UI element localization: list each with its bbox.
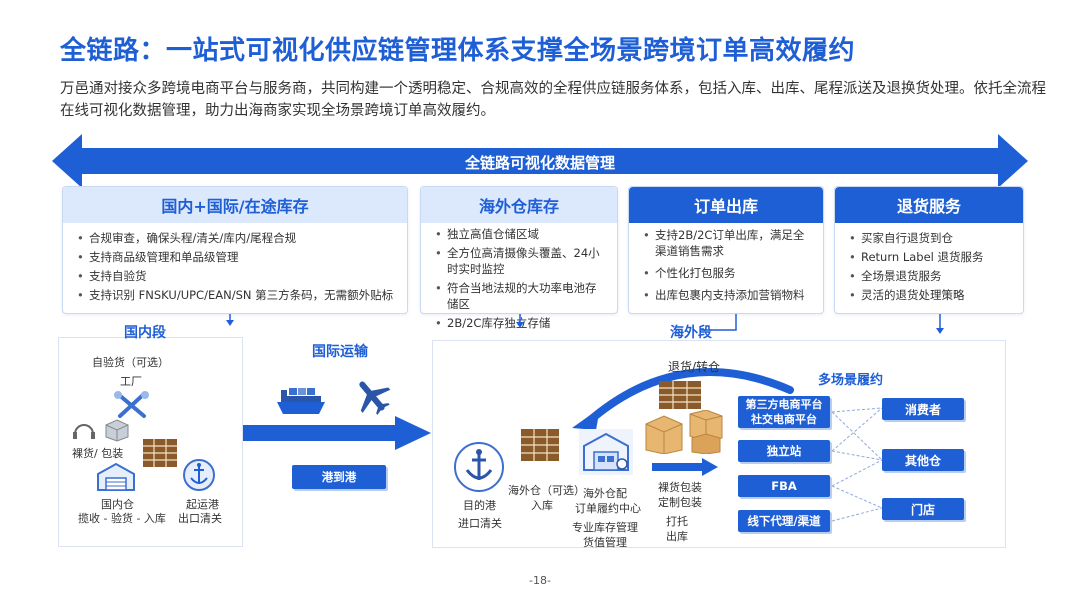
domestic-segment-label: 国内段	[124, 325, 166, 341]
page-number: -18-	[529, 574, 551, 587]
self-inspect-label: 自验货（可选）	[92, 356, 169, 369]
pack-label-1: 裸货包装	[658, 481, 702, 494]
card-item: 支持自验货	[77, 267, 397, 286]
warehouse-steps-label: 揽收 - 验货 - 入库	[78, 512, 166, 525]
center-label-4: 货值管理	[583, 536, 627, 549]
card-item: 全方位高清摄像头覆盖、24小时实时监控	[435, 245, 607, 277]
card-item: 支持商品级管理和单品级管理	[77, 248, 397, 267]
pallet-label-2: 出库	[666, 530, 688, 543]
headset-icon	[73, 424, 95, 439]
center-label-2: 订单履约中心	[575, 502, 641, 515]
card-item: Return Label 退货服务	[849, 248, 1013, 267]
destination-other-warehouse: 其他仓	[882, 449, 964, 471]
center-label-1: 海外仓配	[583, 487, 627, 500]
crate-icon	[143, 439, 177, 467]
destination-consumer: 消费者	[882, 398, 964, 420]
card-return-service: 退货服务 买家自行退货到仓 Return Label 退货服务 全场景退货服务 …	[834, 186, 1024, 314]
outbound-arrow	[652, 458, 718, 476]
banner-label: 全链路可视化数据管理	[464, 154, 615, 172]
pack-label-2: 定制包装	[658, 496, 702, 509]
ship-icon	[277, 388, 325, 414]
tools-icon	[114, 391, 149, 418]
banner-arrow	[52, 134, 1028, 188]
card-order-outbound: 订单出库 支持2B/2C订单出库，满足全渠道销售需求 个性化打包服务 出库包裹内…	[628, 186, 824, 314]
channel-fba: FBA	[738, 475, 830, 497]
channel-ecommerce-platform: 第三方电商平台 社交电商平台	[738, 396, 830, 428]
card-title: 退货服务	[835, 187, 1023, 223]
export-clearance-label: 出口清关	[178, 512, 222, 525]
intro-paragraph: 万邑通对接众多跨境电商平台与服务商，共同构建一个透明稳定、合规高效的全程供应链服…	[60, 81, 1046, 119]
overseas-warehouse-optional-label: 海外仓（可选）	[508, 484, 585, 497]
destination-anchor-icon	[454, 442, 504, 492]
overseas-segment-label: 海外段	[670, 325, 712, 341]
card-item: 灵活的退货处理策略	[849, 286, 1013, 305]
return-transfer-label: 退货/转仓	[668, 360, 721, 374]
factory-label: 工厂	[120, 375, 142, 388]
channel-independent-site: 独立站	[738, 440, 830, 462]
pallet-label-1: 打托	[666, 515, 688, 528]
card-item: 符合当地法规的大功率电池存储区	[435, 280, 607, 312]
card-item: 独立高值仓储区域	[435, 226, 607, 242]
card-title: 海外仓库存	[421, 187, 617, 223]
destination-port-label: 目的港	[463, 499, 496, 512]
cardboard-boxes-icon	[645, 410, 723, 454]
package-icon	[105, 419, 129, 442]
card-item: 全场景退货服务	[849, 267, 1013, 286]
bare-pack-label: 裸货/ 包装	[72, 447, 124, 460]
inbound-label: 入库	[531, 499, 553, 512]
multi-scenario-label: 多场景履约	[818, 373, 884, 388]
card-item: 个性化打包服务	[643, 265, 813, 281]
return-arrow	[572, 368, 794, 430]
card-title: 订单出库	[629, 187, 823, 223]
channel-connectors	[832, 407, 883, 522]
international-arrow	[243, 416, 431, 450]
international-transport-label: 国际运输	[312, 344, 368, 360]
card-item: 出库包裹内支持添加营销物料	[643, 287, 813, 303]
import-clearance-label: 进口清关	[458, 517, 502, 530]
card-overseas-inventory: 海外仓库存 独立高值仓储区域 全方位高清摄像头覆盖、24小时实时监控 符合当地法…	[420, 186, 618, 331]
card-domestic-inventory: 国内+国际/在途库存 合规审查，确保头程/清关/库内/尾程合规 支持商品级管理和…	[62, 186, 408, 314]
card-item: 2B/2C库存独立存储	[435, 315, 607, 331]
warehouse-icon	[97, 462, 135, 491]
anchor-icon	[183, 459, 215, 491]
card-item: 合规审查，确保头程/清关/库内/尾程合规	[77, 229, 397, 248]
card-item: 买家自行退货到仓	[849, 229, 1013, 248]
destination-store: 门店	[882, 498, 964, 520]
card-item: 支持识别 FNSKU/UPC/EAN/SN 第三方条码，无需额外贴标	[77, 286, 397, 305]
channel-offline-agent: 线下代理/渠道	[738, 510, 830, 532]
page-title: 全链路：一站式可视化供应链管理体系支撑全场景跨境订单高效履约	[60, 36, 856, 66]
origin-port-label: 起运港	[186, 498, 219, 511]
fulfillment-center-icon	[579, 429, 633, 475]
port-to-port-tag: 港到港	[292, 465, 386, 489]
domestic-warehouse-label: 国内仓	[101, 498, 134, 511]
center-label-3: 专业库存管理	[572, 521, 638, 534]
plane-icon	[359, 381, 391, 415]
crate-icon	[659, 381, 701, 409]
card-title: 国内+国际/在途库存	[63, 187, 407, 223]
card-item: 支持2B/2C订单出库，满足全渠道销售需求	[643, 227, 813, 259]
crate-icon	[521, 429, 559, 461]
